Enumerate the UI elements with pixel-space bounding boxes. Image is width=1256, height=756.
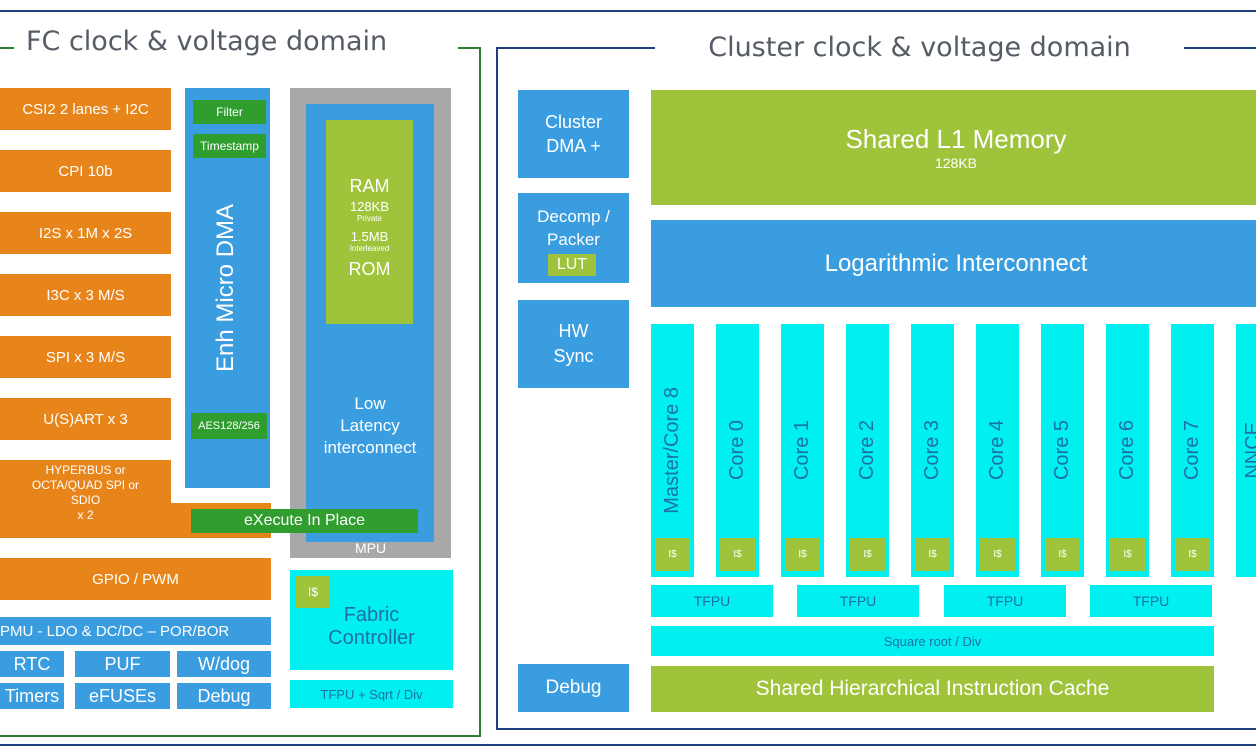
cluster-domain-title: Cluster clock & voltage domain <box>655 30 1184 66</box>
hyperbus-line-4: x 2 <box>77 508 94 522</box>
i3c-block: I3C x 3 M/S <box>0 274 171 316</box>
ram-private: Private <box>357 214 382 223</box>
shared-instruction-cache: Shared Hierarchical Instruction Cache <box>651 666 1214 712</box>
cpi-block: CPI 10b <box>0 150 171 192</box>
icache-core-6: I$ <box>1110 538 1145 571</box>
cluster-dma-line-1: Cluster <box>544 112 602 132</box>
l1-size: 128KB <box>934 155 978 171</box>
core-1-label: Core 1 <box>791 420 813 481</box>
fabric-label-1: Fabric <box>343 604 400 626</box>
decomp-line-1: Decomp / <box>537 207 610 226</box>
fabric-label-2: Controller <box>328 627 415 649</box>
ram-block: RAM 128KB Private 1.5MB Interleaved ROM <box>326 120 413 324</box>
core-0-label: Core 0 <box>726 420 748 481</box>
lut-block: LUT <box>548 254 596 276</box>
tfpu-2: TFPU <box>797 585 919 617</box>
hyperbus-line-3: SDIO <box>70 493 101 507</box>
i2s-block: I2S x 1M x 2S <box>0 212 171 254</box>
interconnect-line-1: Low <box>354 394 386 413</box>
core-master-label: Master/Core 8 <box>661 387 683 514</box>
core-4: Core 4 <box>976 324 1019 577</box>
core-3: Core 3 <box>911 324 954 577</box>
core-7: Core 7 <box>1171 324 1214 577</box>
tfpu-3: TFPU <box>944 585 1066 617</box>
hyperbus-block <box>0 460 171 538</box>
core-2: Core 2 <box>846 324 889 577</box>
spi-block: SPI x 3 M/S <box>0 336 171 378</box>
timestamp-block: Timestamp <box>193 134 266 158</box>
outer-border-top <box>0 10 1256 12</box>
hyperbus-text: HYPERBUS or OCTA/QUAD SPI or SDIO x 2 <box>0 463 171 535</box>
nnce-block: NNCE <box>1236 324 1256 577</box>
fabric-icache: I$ <box>296 576 330 608</box>
core-0: Core 0 <box>716 324 759 577</box>
core-5-label: Core 5 <box>1051 420 1073 481</box>
hw-sync-line-1: HW <box>558 321 589 341</box>
nnce-label: NNCE <box>1242 422 1256 479</box>
interconnect-label: Low Latency interconnect <box>306 393 434 459</box>
hw-sync-block: HW Sync <box>518 300 629 388</box>
ram-size: 128KB <box>349 199 390 214</box>
square-root-div: Square root / Div <box>651 626 1214 656</box>
interconnect-line-2: Latency <box>340 416 400 435</box>
icache-core-5: I$ <box>1045 538 1080 571</box>
debug-fc-block: Debug <box>177 683 271 709</box>
cluster-dma-line-2: DMA + <box>546 136 601 156</box>
ram-interleaved: Interleaved <box>349 244 390 253</box>
core-6: Core 6 <box>1106 324 1149 577</box>
core-2-label: Core 2 <box>856 420 878 481</box>
icache-core-0: I$ <box>720 538 755 571</box>
timers-block: Timers <box>0 683 64 709</box>
fc-domain-title: FC clock & voltage domain <box>14 24 458 60</box>
rtc-block: RTC <box>0 651 64 677</box>
mpu-label: MPU <box>354 540 387 556</box>
icache-core-3: I$ <box>915 538 950 571</box>
core-1: Core 1 <box>781 324 824 577</box>
pmu-block: PMU - LDO & DC/DC – POR/BOR <box>0 617 271 645</box>
efuses-block: eFUSEs <box>75 683 170 709</box>
shared-l1-memory: Shared L1 Memory 128KB <box>651 90 1256 205</box>
l1-label: Shared L1 Memory <box>845 124 1067 154</box>
icache-master: I$ <box>655 538 690 571</box>
cluster-debug-block: Debug <box>518 664 629 712</box>
icache-core-1: I$ <box>785 538 820 571</box>
fabric-controller: Fabric Controller <box>290 570 453 670</box>
interconnect-line-3: interconnect <box>323 438 417 457</box>
decomp-line-2: Packer <box>547 230 600 249</box>
outer-border-bottom <box>0 744 1256 746</box>
tfpu-1: TFPU <box>651 585 773 617</box>
filter-block: Filter <box>193 100 266 124</box>
micro-dma-label: Enh Micro DMA <box>212 203 239 373</box>
core-7-label: Core 7 <box>1181 420 1203 481</box>
hw-sync-line-2: Sync <box>553 346 594 366</box>
icache-core-7: I$ <box>1175 538 1210 571</box>
icache-core-2: I$ <box>850 538 885 571</box>
usart-block: U(S)ART x 3 <box>0 398 171 440</box>
gpio-block: GPIO / PWM <box>0 558 271 600</box>
puf-block: PUF <box>75 651 170 677</box>
hyperbus-line-1: HYPERBUS or <box>45 463 126 477</box>
core-4-label: Core 4 <box>986 420 1008 481</box>
xip-bar: eXecute In Place <box>191 509 418 533</box>
core-5: Core 5 <box>1041 324 1084 577</box>
rom-label: ROM <box>348 259 391 279</box>
core-6-label: Core 6 <box>1116 420 1138 481</box>
cluster-dma-block: Cluster DMA + <box>518 90 629 178</box>
core-3-label: Core 3 <box>921 420 943 481</box>
icache-core-4: I$ <box>980 538 1015 571</box>
hyperbus-line-2: OCTA/QUAD SPI or <box>31 478 140 492</box>
ram-size-2: 1.5MB <box>350 229 389 244</box>
tfpu-4: TFPU <box>1090 585 1212 617</box>
logarithmic-interconnect: Logarithmic Interconnect <box>651 220 1256 307</box>
ram-label: RAM <box>349 176 390 196</box>
csi2-block: CSI2 2 lanes + I2C <box>0 88 171 130</box>
core-master: Master/Core 8 <box>651 324 694 577</box>
aes-block: AES128/256 <box>191 413 267 439</box>
fabric-fpu: TFPU + Sqrt / Div <box>290 680 453 708</box>
watchdog-block: W/dog <box>177 651 271 677</box>
